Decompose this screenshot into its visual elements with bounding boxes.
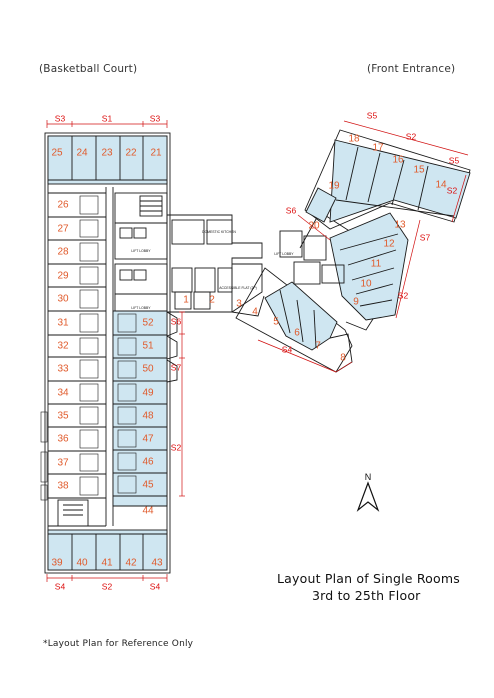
room-number: 3 bbox=[236, 299, 242, 310]
room-number: 29 bbox=[57, 271, 69, 282]
dimension-tag: S2 bbox=[171, 442, 182, 452]
room-number: 47 bbox=[142, 434, 154, 445]
front-entrance-label: (Front Entrance) bbox=[367, 63, 456, 75]
room-number: 33 bbox=[57, 364, 69, 375]
area-tag: LIFT LOBBY bbox=[131, 306, 151, 310]
room-number: 19 bbox=[328, 181, 340, 192]
dimension-tag: S2 bbox=[102, 581, 113, 591]
room-number: 10 bbox=[360, 279, 372, 290]
north-label: N bbox=[365, 472, 372, 482]
room-number: 12 bbox=[383, 239, 395, 250]
room-number: 37 bbox=[57, 458, 69, 469]
plan-title: Layout Plan of Single Rooms bbox=[277, 571, 460, 586]
room-number: 26 bbox=[57, 200, 69, 211]
room-number: 13 bbox=[394, 220, 406, 231]
room-number: 48 bbox=[142, 411, 154, 422]
room-number: 50 bbox=[142, 364, 154, 375]
dimension-tag: S6 bbox=[286, 205, 297, 215]
room-number: 17 bbox=[372, 143, 384, 154]
room-number: 25 bbox=[51, 148, 63, 159]
room-number: 8 bbox=[340, 353, 346, 364]
dimension-tag: S3 bbox=[150, 113, 161, 123]
dimension-tag: S2 bbox=[447, 185, 458, 195]
dimension-tag: S4 bbox=[55, 581, 66, 591]
reference-footnote: *Layout Plan for Reference Only bbox=[43, 639, 194, 649]
room-number: 49 bbox=[142, 388, 154, 399]
room-number: 24 bbox=[76, 148, 88, 159]
room-number: 9 bbox=[353, 297, 359, 308]
room-number: 36 bbox=[57, 434, 69, 445]
room-number: 28 bbox=[57, 247, 69, 258]
dimension-tag: S7 bbox=[171, 362, 182, 372]
room-number: 39 bbox=[51, 558, 63, 569]
room-number: 21 bbox=[150, 148, 162, 159]
room-number: 46 bbox=[142, 457, 154, 468]
west-wing-outline bbox=[44, 132, 171, 574]
room-number: 15 bbox=[413, 165, 425, 176]
room-number: 1 bbox=[183, 295, 189, 306]
room-number: 23 bbox=[101, 148, 113, 159]
dimension-tag: S5 bbox=[367, 110, 378, 120]
north-arrow-icon bbox=[356, 481, 380, 512]
area-tag: LIFT LOBBY bbox=[274, 252, 294, 256]
room-number: 5 bbox=[273, 317, 279, 328]
plan-subtitle: 3rd to 25th Floor bbox=[312, 588, 421, 603]
room-number: 41 bbox=[101, 558, 113, 569]
room-number: 44 bbox=[142, 506, 154, 517]
dimension-tag: S6 bbox=[171, 316, 182, 326]
room-number: 7 bbox=[315, 341, 321, 352]
dimension-tag: S3 bbox=[55, 113, 66, 123]
room-number: 31 bbox=[57, 318, 69, 329]
dimension-tag: S4 bbox=[282, 344, 293, 354]
room-number: 11 bbox=[371, 259, 382, 270]
dimension-tag: S2 bbox=[398, 290, 409, 300]
room-number: 35 bbox=[57, 411, 69, 422]
room-number: 43 bbox=[151, 558, 163, 569]
room-number: 45 bbox=[142, 480, 154, 491]
area-tag: ACCESSIBLE FLAT (2P) bbox=[219, 286, 257, 290]
room-number: 4 bbox=[252, 307, 258, 318]
room-number: 30 bbox=[57, 294, 69, 305]
room-number: 42 bbox=[125, 558, 137, 569]
dimension-tag: S4 bbox=[150, 581, 161, 591]
basketball-court-label: (Basketball Court) bbox=[39, 63, 138, 75]
room-number: 2 bbox=[209, 295, 215, 306]
room-number: 18 bbox=[348, 134, 360, 145]
dimension-tag: S1 bbox=[102, 113, 113, 123]
room-number: 16 bbox=[392, 155, 404, 166]
dimension-tag: S5 bbox=[449, 155, 460, 165]
room-number: 34 bbox=[57, 388, 69, 399]
room-number: 51 bbox=[142, 341, 154, 352]
room-number: 27 bbox=[57, 224, 69, 235]
room-number: 38 bbox=[57, 481, 69, 492]
room-number: 40 bbox=[76, 558, 88, 569]
room-number: 52 bbox=[142, 318, 154, 329]
room-number: 6 bbox=[294, 328, 300, 339]
area-tag: DOMESTIC KITCHEN bbox=[202, 230, 236, 234]
room-number: 22 bbox=[125, 148, 137, 159]
room-number: 32 bbox=[57, 341, 69, 352]
room-number: 20 bbox=[308, 221, 320, 232]
dimension-tag: S7 bbox=[420, 232, 431, 242]
room-number: 14 bbox=[435, 180, 447, 191]
dimension-tag: S2 bbox=[406, 131, 417, 141]
area-tag: LIFT LOBBY bbox=[131, 249, 151, 253]
